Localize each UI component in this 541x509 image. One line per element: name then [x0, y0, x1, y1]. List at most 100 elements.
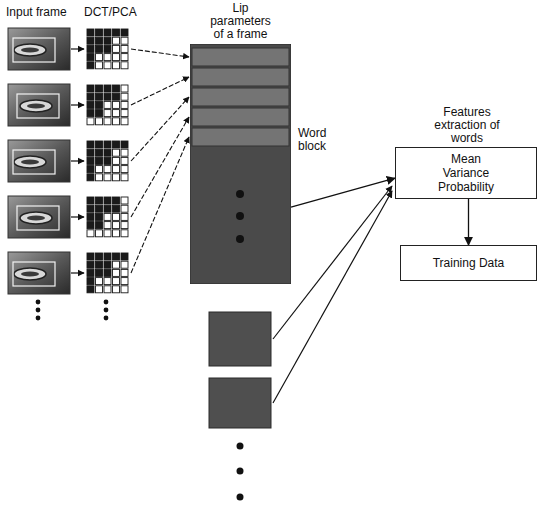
dct-coefficient-cell — [113, 110, 120, 117]
dct-coefficient-cell — [113, 37, 120, 44]
dct-coefficient-cell — [96, 230, 103, 237]
dct-coefficient-cell — [121, 278, 128, 285]
frame-parameter-stripe — [192, 88, 289, 106]
annotation-label: Word block — [298, 127, 344, 153]
dct-coefficient-cell — [87, 157, 94, 164]
dct-coefficient-cell — [104, 62, 111, 69]
parameter-arrow — [131, 77, 189, 105]
annotation-label: Input frame — [6, 6, 67, 19]
node-heading: Lip parameters of a frame — [205, 2, 277, 41]
dct-coefficient-cell — [113, 253, 120, 260]
continuation-dot — [36, 316, 41, 321]
dct-coefficient-cell — [121, 54, 128, 61]
dct-coefficient-cell — [113, 157, 120, 164]
dct-coefficient-cell — [104, 54, 111, 61]
word-block — [209, 378, 271, 428]
dct-coefficient-cell — [104, 205, 111, 212]
dct-coefficient-cell — [87, 278, 94, 285]
continuation-dot — [236, 212, 244, 220]
dct-coefficient-cell — [87, 110, 94, 117]
dct-coefficient-cell — [121, 62, 128, 69]
dct-coefficient-cell — [121, 222, 128, 229]
dct-coefficient-cell — [113, 197, 120, 204]
continuation-dot — [36, 308, 41, 313]
dct-coefficient-cell — [121, 45, 128, 52]
dct-coefficient-cell — [87, 222, 94, 229]
mouth-opening — [27, 216, 45, 221]
dct-coefficient-cell — [87, 269, 94, 276]
dct-coefficient-cell — [96, 93, 103, 100]
dct-coefficient-cell — [121, 166, 128, 173]
dct-coefficient-cell — [113, 213, 120, 220]
continuation-dot — [237, 468, 244, 475]
node-body: Mean Variance Probability — [396, 148, 536, 198]
dct-coefficient-cell — [104, 278, 111, 285]
dct-coefficient-cell — [96, 222, 103, 229]
dct-coefficient-cell — [87, 205, 94, 212]
dct-coefficient-cell — [96, 197, 103, 204]
dct-coefficient-cell — [113, 222, 120, 229]
dct-coefficient-cell — [104, 85, 111, 92]
continuation-dot — [237, 494, 244, 501]
dct-coefficient-cell — [104, 141, 111, 148]
dct-coefficient-cell — [87, 253, 94, 260]
dct-coefficient-cell — [121, 37, 128, 44]
dct-coefficient-cell — [96, 213, 103, 220]
lip-shape — [20, 212, 52, 224]
dct-coefficient-cell — [121, 157, 128, 164]
flow-arrow — [468, 199, 469, 245]
dct-coefficient-cell — [96, 118, 103, 125]
dct-coefficient-cell — [121, 261, 128, 268]
dct-coefficient-cell — [96, 85, 103, 92]
dct-coefficient-cell — [121, 85, 128, 92]
column-graphic — [190, 44, 291, 284]
continuation-dot — [236, 190, 244, 198]
dct-coefficient-cell — [87, 174, 94, 181]
dct-coefficient-cell — [104, 110, 111, 117]
dct-coefficient-cell — [96, 278, 103, 285]
frame-parameter-stripe — [192, 128, 289, 146]
dct-coefficient-cell — [113, 205, 120, 212]
dct-coefficient-cell — [104, 253, 111, 260]
dct-coefficient-cell — [113, 269, 120, 276]
dct-coefficient-cell — [121, 230, 128, 237]
lip-shape — [14, 44, 46, 56]
frame-arrow — [71, 104, 84, 105]
frame-parameter-stripe — [192, 48, 289, 66]
dct-coefficient-cell — [87, 261, 94, 268]
dct-coefficient-cell — [104, 166, 111, 173]
dct-coefficient-cell — [96, 269, 103, 276]
dct-coefficient-cell — [104, 222, 111, 229]
lip-region-box — [13, 262, 55, 286]
lip-region-box — [17, 206, 59, 230]
dct-coefficient-cell — [96, 101, 103, 108]
node-heading: Features extraction of words — [424, 106, 510, 145]
dct-coefficient-cell — [87, 93, 94, 100]
input-frame-image — [8, 252, 70, 294]
dct-coefficient-cell — [104, 45, 111, 52]
dct-coefficient-cell — [121, 29, 128, 36]
dct-coefficient-cell — [87, 166, 94, 173]
frame-arrow — [71, 272, 84, 273]
parameter-arrow — [131, 117, 189, 217]
mouth-opening — [21, 48, 39, 53]
frame-arrow — [71, 160, 84, 161]
dct-coefficient-cell — [87, 286, 94, 293]
dct-coefficient-cell — [104, 157, 111, 164]
dct-coefficient-cell — [121, 101, 128, 108]
dct-coefficient-cell — [87, 101, 94, 108]
node-text: Training Data — [433, 257, 505, 270]
dct-coefficient-cell — [104, 269, 111, 276]
continuation-dot — [237, 443, 244, 450]
dct-coefficient-cell — [96, 174, 103, 181]
dct-coefficient-cell — [96, 286, 103, 293]
lip-region-box — [13, 38, 55, 62]
dct-coefficient-cell — [113, 278, 120, 285]
column-fill — [190, 44, 291, 284]
node-body: Training Data — [401, 246, 536, 280]
node-text: Mean Variance Probability — [430, 152, 502, 194]
dct-coefficient-cell — [113, 261, 120, 268]
dct-coefficient-cell — [121, 269, 128, 276]
frame-parameter-stripe — [192, 108, 289, 126]
